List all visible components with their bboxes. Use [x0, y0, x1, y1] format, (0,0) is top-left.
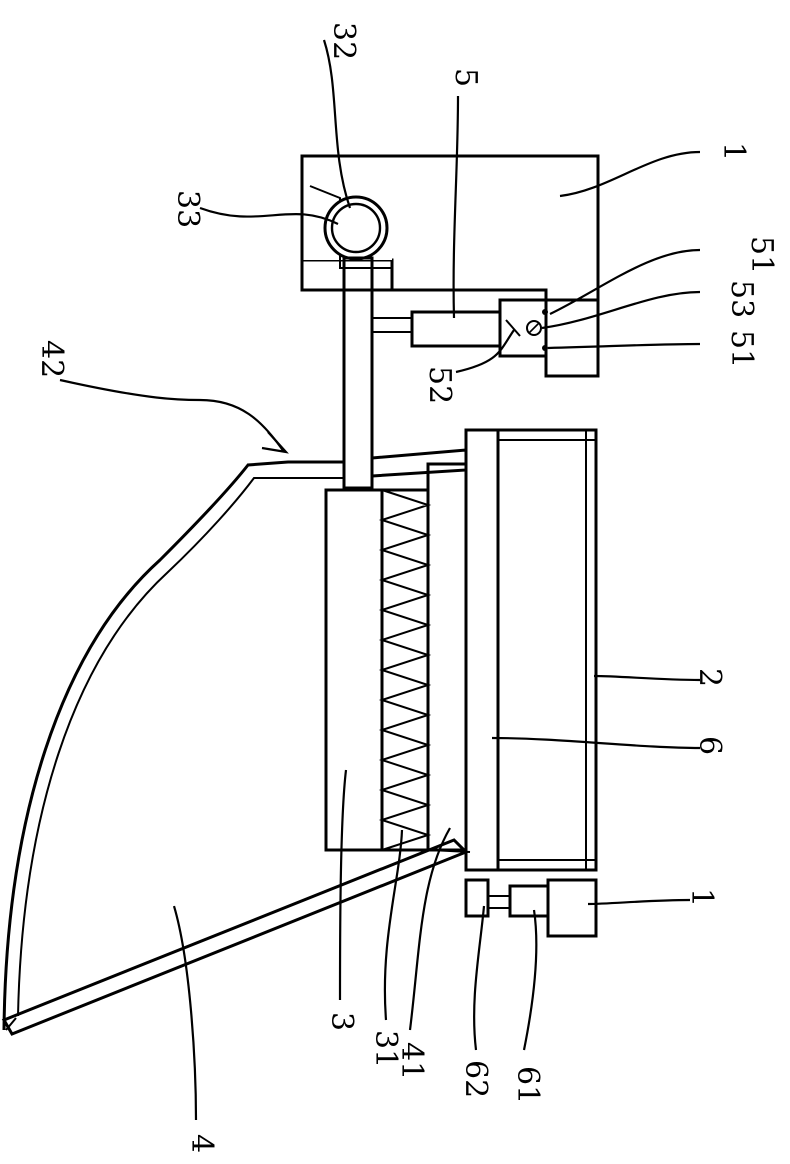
- label-51-b: 51: [724, 330, 759, 368]
- label-5: 5: [448, 68, 483, 87]
- hood-4: [4, 462, 344, 1030]
- label-1-top: 1: [716, 142, 751, 161]
- label-3: 3: [324, 1012, 359, 1031]
- label-32: 32: [326, 22, 361, 60]
- frame-block-top: [302, 156, 598, 376]
- label-1-bottom: 1: [684, 888, 719, 907]
- teeth-31: [382, 490, 428, 850]
- plate-3: [326, 490, 382, 850]
- label-4: 4: [184, 1134, 219, 1153]
- label-62: 62: [458, 1060, 493, 1098]
- plate-6: [466, 430, 498, 870]
- label-41: 41: [394, 1042, 429, 1080]
- bottom-board: [4, 840, 470, 1034]
- box-2: [498, 430, 596, 870]
- label-61: 61: [510, 1066, 545, 1104]
- label-53: 53: [724, 280, 759, 318]
- label-2: 2: [692, 668, 727, 687]
- label-33: 33: [170, 190, 205, 228]
- label-42: 42: [34, 340, 69, 378]
- label-51-a: 51: [744, 236, 779, 274]
- connecting-rod: [344, 258, 372, 488]
- cylinder-5: [372, 312, 500, 346]
- label-6: 6: [692, 736, 727, 755]
- frame-block-bottom: [466, 880, 596, 936]
- sensor-block-52: [500, 300, 548, 356]
- roller-32: [325, 197, 387, 259]
- honeycomb-41: [428, 464, 466, 850]
- label-52: 52: [422, 366, 457, 404]
